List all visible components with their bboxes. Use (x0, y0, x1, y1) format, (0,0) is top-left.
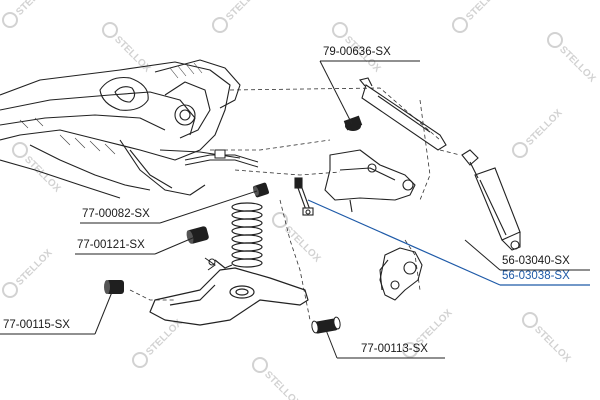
watermark-logo: STELLOX (512, 107, 565, 158)
shock-absorber (461, 149, 521, 251)
leader-line-highlight (307, 199, 590, 286)
part-label-77-00115-sx[interactable]: 77-00115-SX (3, 319, 70, 331)
upper-control-link (359, 77, 447, 151)
watermark-logo: STELLOX (1, 247, 55, 298)
watermark-logo: STELLOX (132, 317, 185, 368)
frame-shading (19, 62, 203, 155)
part-label-56-03038-sx[interactable]: 56-03038-SX (502, 270, 570, 282)
svg-text:STELLOX: STELLOX (112, 34, 153, 75)
assembly-guides (129, 87, 461, 321)
lower-control-arm (149, 259, 309, 326)
stabilizer-link (294, 177, 314, 216)
watermark-logo: STELLOX (252, 357, 303, 400)
wheel-knuckle (379, 247, 423, 301)
bushing-77-00115-sx (104, 280, 124, 294)
svg-text:STELLOX: STELLOX (557, 44, 598, 85)
watermark-logo: STELLOX (522, 312, 573, 365)
part-label-79-00636-sx[interactable]: 79-00636-SX (323, 46, 391, 58)
bushing-79-00636-sx (343, 115, 363, 131)
trailing-arm (324, 149, 416, 213)
svg-text:STELLOX: STELLOX (14, 247, 55, 288)
bushing-77-00082-sx (253, 182, 269, 198)
part-label-77-00082-sx[interactable]: 77-00082-SX (82, 208, 150, 220)
watermark-logo: STELLOX (272, 212, 323, 265)
subframe (0, 59, 241, 199)
part-label-77-00113-sx[interactable]: 77-00113-SX (361, 343, 428, 355)
svg-text:STELLOX: STELLOX (532, 324, 573, 365)
svg-text:STELLOX: STELLOX (262, 369, 303, 400)
bushing-77-00121-sx (186, 226, 209, 244)
part-label-77-00121-sx[interactable]: 77-00121-SX (77, 239, 145, 251)
leader-lines (0, 60, 590, 359)
watermark-logo: STELLOX (547, 32, 598, 85)
svg-text:STELLOX: STELLOX (14, 0, 55, 18)
svg-text:STELLOX: STELLOX (282, 224, 323, 265)
coil-spring (231, 202, 263, 268)
svg-text:STELLOX: STELLOX (464, 0, 505, 23)
stabilizer-bar (184, 149, 259, 168)
part-label-56-03040-sx[interactable]: 56-03040-SX (502, 255, 570, 267)
watermark-logo: STELLOX (452, 0, 505, 33)
watermark-logo: STELLOX (1, 0, 55, 28)
svg-text:STELLOX: STELLOX (144, 317, 185, 358)
spring-bracket (204, 257, 216, 271)
svg-text:STELLOX: STELLOX (414, 307, 455, 348)
watermark-logo: STELLOX (212, 0, 265, 33)
bushing-77-00113-sx (311, 316, 341, 334)
svg-text:STELLOX: STELLOX (524, 107, 565, 148)
svg-text:STELLOX: STELLOX (22, 154, 63, 195)
svg-text:STELLOX: STELLOX (224, 0, 265, 23)
